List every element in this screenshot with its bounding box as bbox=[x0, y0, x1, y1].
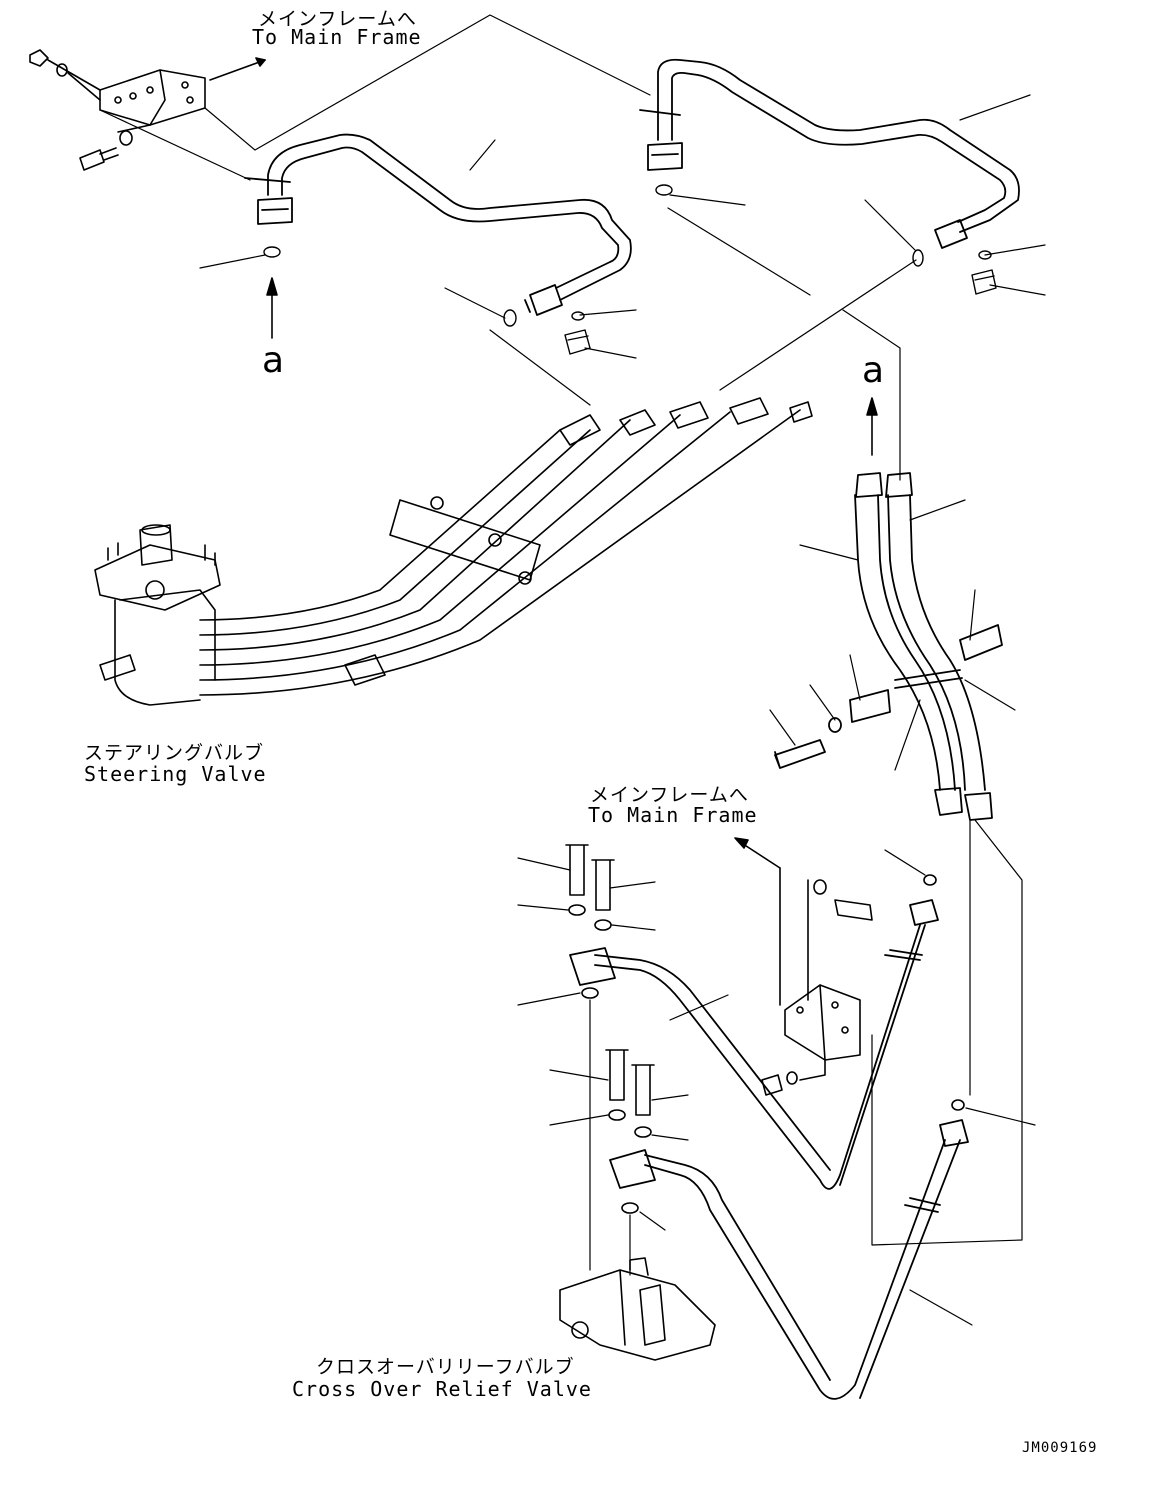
steering-valve-label-jp: ステアリングバルブ bbox=[84, 742, 265, 764]
leader-lines-lower bbox=[517, 819, 1036, 1326]
steering-hoses bbox=[199, 397, 813, 696]
main-frame-mid-label-jp: メインフレームへ bbox=[590, 784, 749, 806]
ref-a-right: a bbox=[862, 350, 885, 391]
bolts-washers-lower bbox=[565, 844, 965, 1214]
leader-lines-top bbox=[99, 14, 1046, 481]
crossover-valve-label-jp: クロスオーバリリーフバルブ bbox=[316, 1356, 575, 1378]
mid-bracket bbox=[761, 879, 873, 1096]
ref-a-left: a bbox=[262, 340, 285, 381]
steering-valve-label-en: Steering Valve bbox=[84, 762, 267, 786]
arrow-to-main-frame-mid bbox=[734, 837, 781, 1006]
cross-over-relief-valve bbox=[559, 1257, 716, 1361]
upper-right-tube bbox=[639, 58, 1020, 249]
plug-left bbox=[564, 329, 591, 355]
arrow-a-right bbox=[866, 397, 878, 456]
upper-left-tube bbox=[244, 133, 632, 316]
crossover-valve-label-en: Cross Over Relief Valve bbox=[292, 1377, 592, 1401]
o-ring-tube-end bbox=[503, 309, 517, 327]
main-frame-top-label-en: To Main Frame bbox=[252, 25, 422, 49]
o-ring-left bbox=[263, 246, 281, 258]
lower-pipe-1 bbox=[569, 899, 939, 1190]
drawing-code: JM009169 bbox=[1022, 1440, 1098, 1456]
arrow-to-main-frame-top bbox=[209, 57, 266, 81]
main-frame-mid-label-en: To Main Frame bbox=[588, 803, 758, 827]
steering-valve bbox=[94, 524, 221, 706]
leader-lines-right bbox=[769, 499, 1023, 1246]
arrow-a-left bbox=[266, 277, 278, 339]
main-frame-top-label-jp: メインフレームへ bbox=[258, 8, 417, 30]
plug-right bbox=[971, 269, 997, 295]
top-left-bracket bbox=[29, 49, 206, 171]
right-hose-pair bbox=[774, 472, 1003, 821]
lower-pipe-2 bbox=[609, 1119, 969, 1400]
